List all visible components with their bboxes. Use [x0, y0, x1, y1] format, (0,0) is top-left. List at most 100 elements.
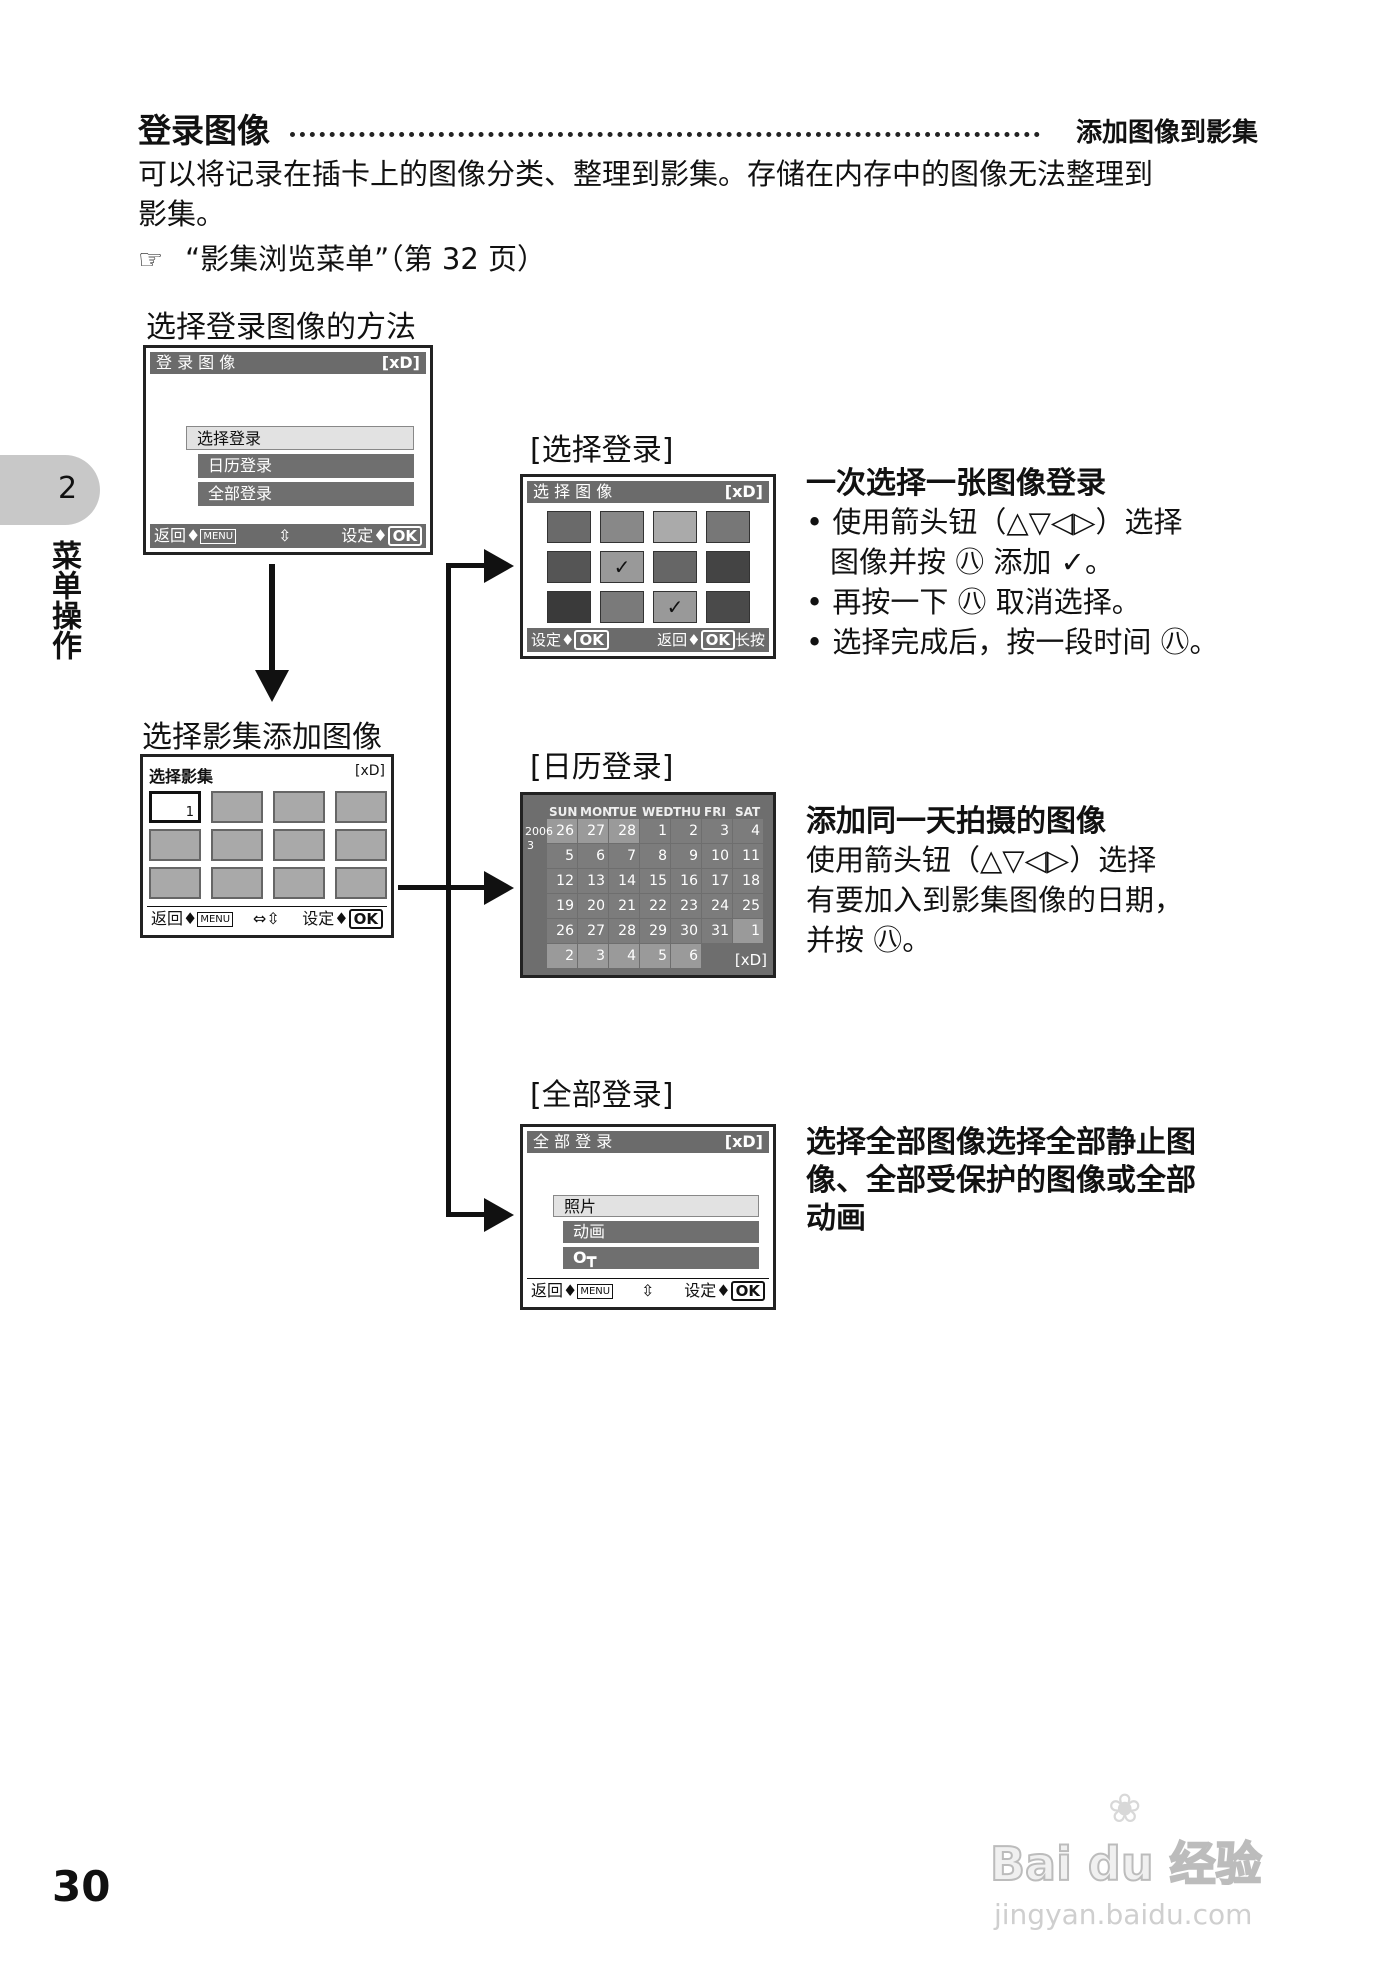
calendar-date-cell[interactable]: 26: [547, 919, 577, 943]
calendar-day-header: THU: [673, 805, 701, 819]
image-thumbnail[interactable]: [547, 511, 591, 543]
calendar-date-cell[interactable]: 22: [640, 894, 670, 918]
set-label: 设定: [341, 526, 374, 545]
image-thumbnail[interactable]: [600, 591, 644, 623]
album-slot-selected[interactable]: 1: [149, 791, 201, 823]
calendar-date-cell[interactable]: 18: [733, 869, 763, 893]
calendar-day-header: SAT: [735, 805, 761, 819]
album-screen: 选择影集 [xD] 1 返回♦MENU ⇔⇳ 设定♦OK: [140, 754, 394, 938]
updown-icon: ⇳: [641, 1281, 655, 1300]
image-thumbnail-checked[interactable]: ✓: [653, 591, 697, 623]
album-slot[interactable]: [211, 829, 263, 861]
calendar-date-cell[interactable]: 12: [547, 869, 577, 893]
calendar-date-cell[interactable]: 23: [671, 894, 701, 918]
calendar-day-header: WED: [642, 805, 674, 819]
watermark-url: jingyan.baidu.com: [994, 1898, 1253, 1931]
calendar-date-cell[interactable]: 24: [702, 894, 732, 918]
album-slot[interactable]: [149, 867, 201, 899]
reference-text: “影集浏览菜单”（第 32 页）: [185, 242, 546, 276]
calendar-date-cell[interactable]: 8: [640, 844, 670, 868]
menu-button-icon: MENU: [200, 529, 237, 544]
calendar-date-cell[interactable]: 14: [609, 869, 639, 893]
arrow-to-all-head: [484, 1198, 514, 1232]
calendar-desc-line-3: 并按 ㊇。: [806, 923, 932, 957]
menu-item-calendar[interactable]: 日历登录: [198, 454, 414, 478]
intro-line-2: 影集。: [138, 197, 226, 231]
album-slot[interactable]: [211, 867, 263, 899]
screen-header: 登 录 图 像[xD]: [150, 352, 426, 374]
album-slot[interactable]: [211, 791, 263, 823]
calendar-day-header: SUN: [549, 805, 578, 819]
menu-item-movie[interactable]: 动画: [563, 1221, 759, 1243]
calendar-date-cell[interactable]: 6: [578, 844, 608, 868]
image-thumbnail[interactable]: [547, 551, 591, 583]
image-thumbnail-checked[interactable]: ✓: [600, 551, 644, 583]
method-screen: 登 录 图 像[xD] 选择登录 日历登录 全部登录 返回♦MENU ⇳ 设定♦…: [143, 345, 433, 555]
calendar-date-cell[interactable]: 2: [671, 819, 701, 843]
calendar-date-cell[interactable]: 2: [547, 944, 577, 968]
back-label: 返回: [151, 909, 184, 928]
calendar-date-cell[interactable]: 13: [578, 869, 608, 893]
album-slot[interactable]: [273, 867, 325, 899]
image-thumbnail[interactable]: [600, 511, 644, 543]
menu-item-photo[interactable]: 照片: [553, 1195, 759, 1217]
calendar-day-header: FRI: [704, 805, 726, 819]
calendar-date-cell[interactable]: 3: [702, 819, 732, 843]
calendar-date-cell[interactable]: 5: [640, 944, 670, 968]
screen-footer: 返回♦MENU ⇳ 设定♦OK: [527, 1278, 769, 1303]
calendar-date-cell[interactable]: 7: [609, 844, 639, 868]
calendar-date-cell[interactable]: 6: [671, 944, 701, 968]
album-slot[interactable]: [335, 867, 387, 899]
album-slot[interactable]: [335, 829, 387, 861]
calendar-date-cell[interactable]: 5: [547, 844, 577, 868]
album-slot[interactable]: [273, 829, 325, 861]
image-thumbnail[interactable]: [547, 591, 591, 623]
menu-button-icon: MENU: [197, 912, 234, 927]
image-thumbnail[interactable]: [706, 511, 750, 543]
down-arrow-shaft: [269, 564, 275, 674]
calendar-date-cell[interactable]: 1: [640, 819, 670, 843]
calendar-date-cell[interactable]: 10: [702, 844, 732, 868]
calendar-description: 添加同一天拍摄的图像 使用箭头钮（△▽◁▷）选择 有要加入到影集图像的日期， 并…: [806, 796, 1266, 960]
calendar-date-cell[interactable]: 28: [609, 819, 639, 843]
calendar-date-cell[interactable]: 1: [733, 919, 763, 943]
image-thumbnail[interactable]: [706, 551, 750, 583]
calendar-date-cell[interactable]: 20: [578, 894, 608, 918]
menu-item-all[interactable]: 全部登录: [198, 482, 414, 506]
calendar-date-cell[interactable]: 11: [733, 844, 763, 868]
calendar-date-cell[interactable]: 26: [547, 819, 577, 843]
watermark-brand: Bai du 经验: [989, 1836, 1263, 1892]
menu-item-select[interactable]: 选择登录: [186, 426, 414, 450]
album-slot[interactable]: [273, 791, 325, 823]
media-indicator: [xD]: [724, 482, 763, 501]
image-thumbnail[interactable]: [706, 591, 750, 623]
calendar-date-cell[interactable]: 4: [733, 819, 763, 843]
calendar-date-cell[interactable]: 17: [702, 869, 732, 893]
calendar-date-cell[interactable]: 31: [702, 919, 732, 943]
album-slot[interactable]: [149, 829, 201, 861]
calendar-day-header: MON: [580, 805, 613, 819]
image-thumbnail[interactable]: [653, 511, 697, 543]
calendar-date-cell[interactable]: 9: [671, 844, 701, 868]
reference-line: ☞“影集浏览菜单”（第 32 页）: [138, 236, 546, 278]
calendar-date-cell[interactable]: 4: [609, 944, 639, 968]
intro-line-1: 可以将记录在插卡上的图像分类、整理到影集。存储在内存中的图像无法整理到: [138, 157, 1154, 191]
calendar-date-cell[interactable]: 30: [671, 919, 701, 943]
calendar-date-cell[interactable]: 25: [733, 894, 763, 918]
calendar-date-cell[interactable]: 3: [578, 944, 608, 968]
calendar-date-cell[interactable]: 27: [578, 919, 608, 943]
menu-item-protected[interactable]: O┳: [563, 1247, 759, 1269]
ok-button-icon: OK: [348, 909, 383, 929]
ok-button-icon: OK: [730, 1281, 765, 1301]
watermark: ❀ Bai du 经验 jingyan.baidu.com: [989, 1786, 1320, 1950]
calendar-date-cell[interactable]: 21: [609, 894, 639, 918]
calendar-date-cell[interactable]: 29: [640, 919, 670, 943]
calendar-date-cell[interactable]: 27: [578, 819, 608, 843]
calendar-date-cell[interactable]: 19: [547, 894, 577, 918]
calendar-date-cell[interactable]: 15: [640, 869, 670, 893]
calendar-date-cell[interactable]: 16: [671, 869, 701, 893]
album-slot[interactable]: [335, 791, 387, 823]
calendar-date-cell[interactable]: 28: [609, 919, 639, 943]
image-thumbnail[interactable]: [653, 551, 697, 583]
